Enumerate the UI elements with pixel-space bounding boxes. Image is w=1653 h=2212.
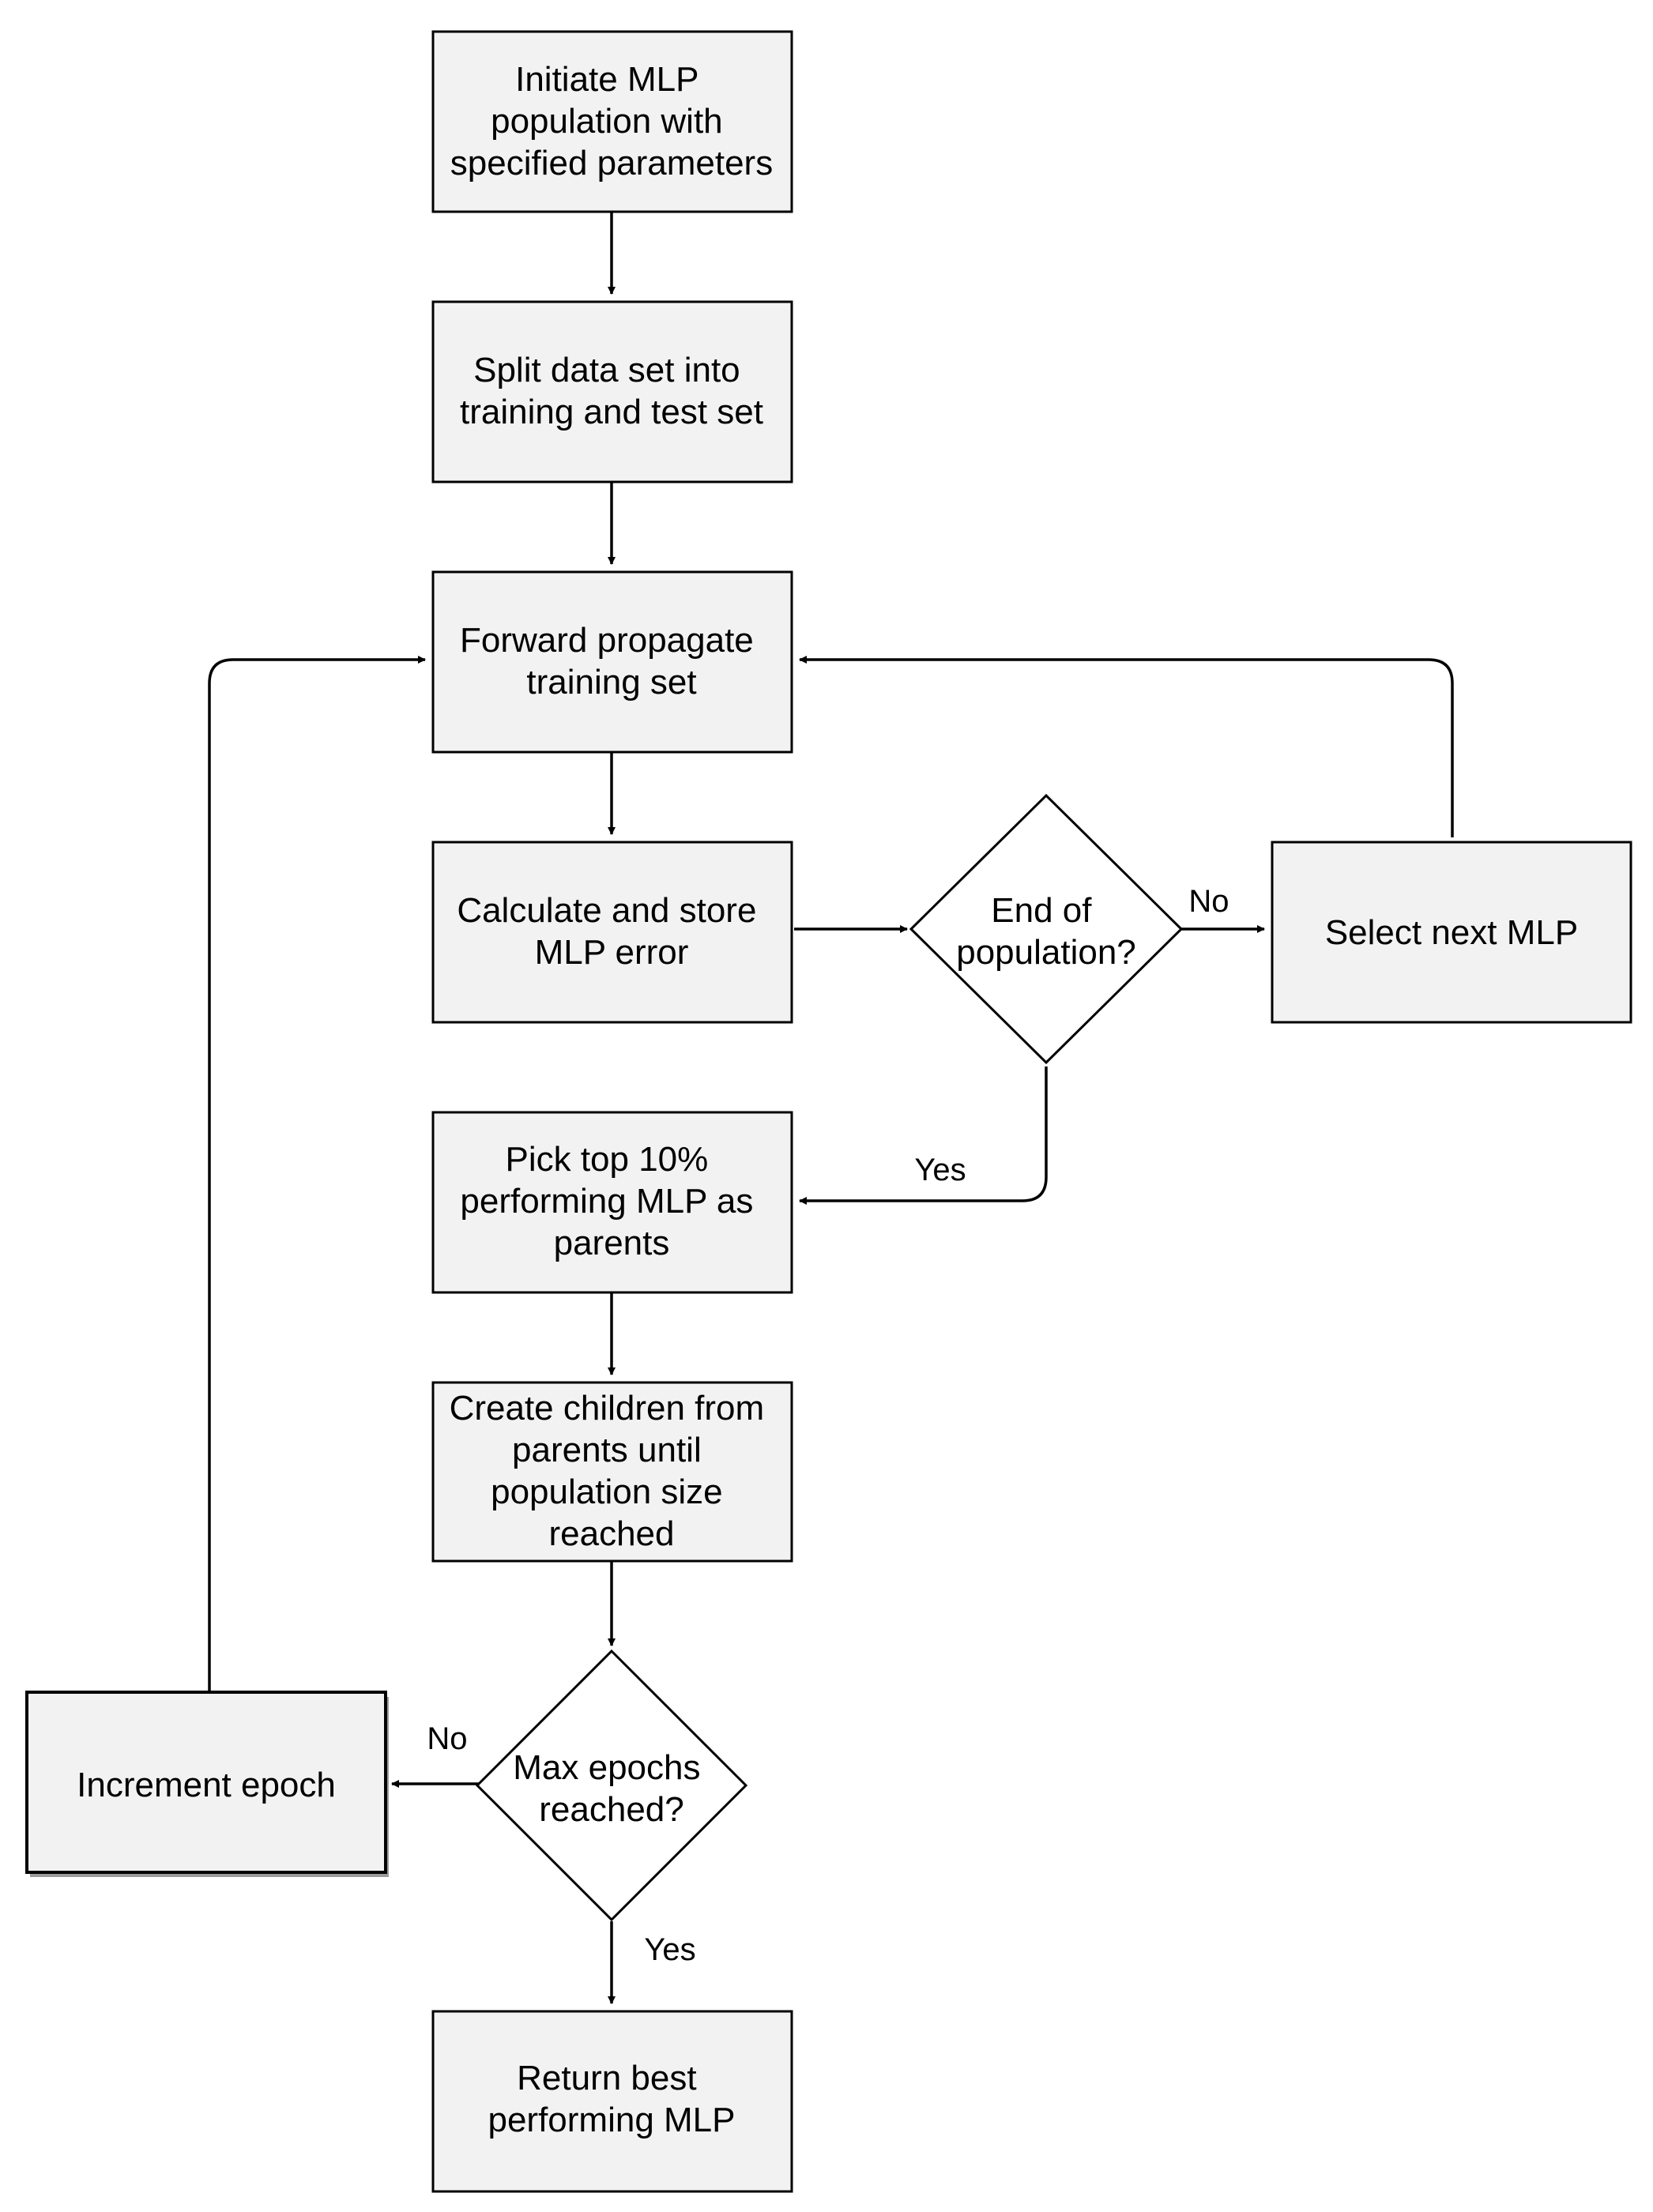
decision-max-epochs: Max epochs reached?: [475, 1649, 748, 1922]
label-max-epochs-yes: Yes: [644, 1932, 695, 1967]
node-select-next-text: Select next MLP: [1325, 913, 1578, 952]
label-max-epochs-no: No: [427, 1721, 467, 1756]
node-forward-text: Forward propagate training set: [460, 621, 763, 702]
node-return-best: Return best performing MLP: [431, 2010, 793, 2193]
node-increment-epoch: Increment epoch: [25, 1691, 389, 1877]
node-create-children-text: Create children from parents until popul…: [450, 1389, 774, 1553]
node-return-best-text: Return best performing MLP: [488, 2059, 735, 2139]
edge-select-next-to-forward: [799, 656, 1454, 837]
node-initiate: Initiate MLP population with specified p…: [431, 30, 793, 213]
node-split: Split data set into training and test se…: [431, 300, 793, 483]
node-create-children: Create children from parents until popul…: [431, 1381, 793, 1563]
label-end-of-population-no: No: [1188, 884, 1229, 919]
edge-end-yes-to-pick-top: [799, 1066, 1048, 1205]
edge-increment-to-forward: [208, 656, 426, 1691]
node-pick-top-text: Pick top 10% performing MLP as parents: [460, 1140, 762, 1262]
decision-end-of-population: End of population?: [909, 793, 1184, 1065]
node-pick-top: Pick top 10% performing MLP as parents: [431, 1111, 793, 1294]
node-select-next: Select next MLP: [1271, 841, 1632, 1024]
label-end-of-population-yes: Yes: [914, 1153, 966, 1187]
node-forward: Forward propagate training set: [431, 570, 793, 754]
decision-end-of-population-text: End of population?: [956, 891, 1136, 972]
edge-labels: No Yes No Yes: [427, 884, 1229, 1967]
node-calculate-text: Calculate and store MLP error: [457, 891, 766, 972]
node-initiate-text: Initiate MLP population with specified p…: [450, 60, 773, 182]
decision-max-epochs-text: Max epochs reached?: [513, 1748, 710, 1829]
edges: [208, 212, 1454, 2004]
node-calculate: Calculate and store MLP error: [431, 841, 793, 1024]
node-increment-epoch-text: Increment epoch: [77, 1766, 336, 1804]
node-split-text: Split data set into training and test se…: [460, 351, 763, 431]
